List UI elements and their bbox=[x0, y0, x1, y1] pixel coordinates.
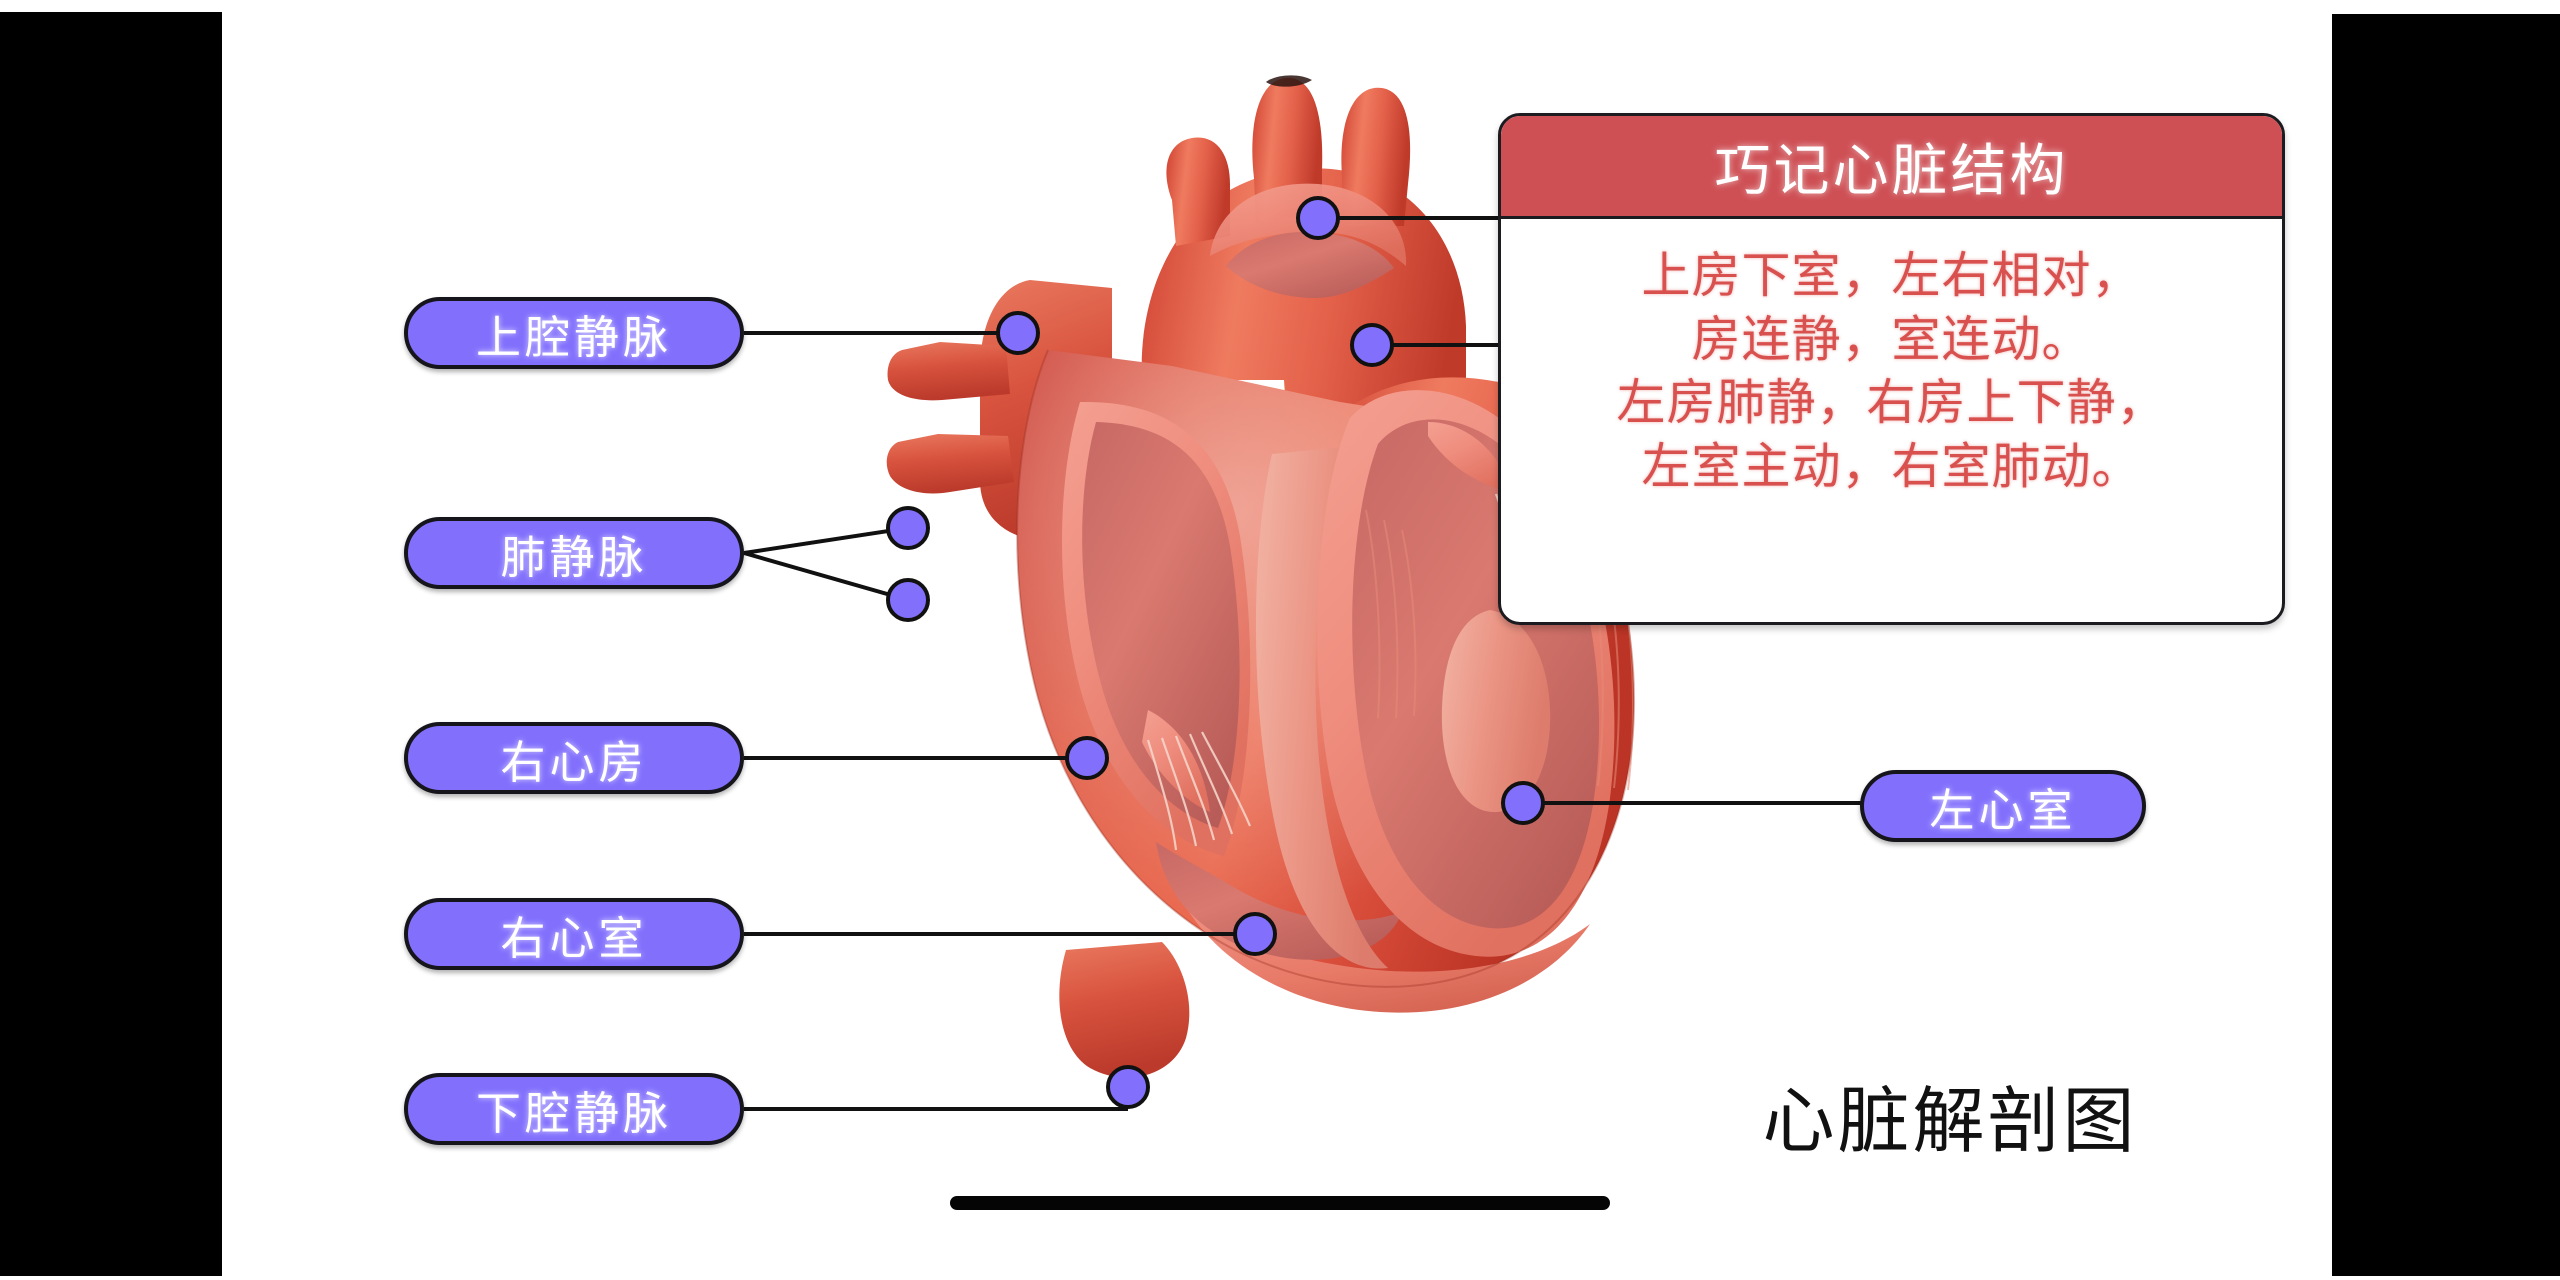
mitral-valve-leaflet-anterior bbox=[1428, 422, 1512, 492]
mnemonic-card: 巧记心脏结构 上房下室，左右相对， 房连静，室连动。 左房肺静，右房上下静， 左… bbox=[1498, 113, 2285, 625]
mnemonic-card-body: 上房下室，左右相对， 房连静，室连动。 左房肺静，右房上下静， 左室主动，右室肺… bbox=[1501, 219, 2282, 500]
label-inferior-vena-cava-text: 下腔静脉 bbox=[475, 1087, 672, 1139]
mnemonic-card-header: 巧记心脏结构 bbox=[1501, 116, 2282, 219]
label-inferior-vena-cava[interactable]: 下腔静脉 bbox=[404, 1073, 744, 1145]
label-right-atrium-text: 右心房 bbox=[500, 736, 648, 788]
diagram-caption: 心脏解剖图 bbox=[1762, 1082, 2138, 1162]
label-right-ventricle[interactable]: 右心室 bbox=[404, 898, 744, 970]
aortic-valve-cusps bbox=[1226, 231, 1394, 298]
label-pulmonary-vein[interactable]: 肺静脉 bbox=[404, 517, 744, 589]
label-superior-vena-cava[interactable]: 上腔静脉 bbox=[404, 297, 744, 369]
chordae-tendineae-right bbox=[1146, 731, 1252, 851]
mnemonic-line-2: 房连静，室连动。 bbox=[1691, 312, 2092, 367]
letterbox-bar-left bbox=[0, 12, 222, 1276]
right-atrium-cavity bbox=[1082, 422, 1240, 828]
pulmonary-vein-upper-shape bbox=[887, 342, 1010, 401]
label-right-ventricle-text: 右心室 bbox=[500, 912, 648, 964]
inferior-vena-cava-shape bbox=[1059, 942, 1190, 1078]
home-indicator[interactable] bbox=[950, 1196, 1610, 1210]
brachiocephalic-branch-shape bbox=[1166, 137, 1230, 246]
interventricular-septum bbox=[1255, 446, 1388, 969]
label-superior-vena-cava-text: 上腔静脉 bbox=[475, 311, 672, 363]
papillary-muscle-left bbox=[1441, 610, 1551, 813]
pulmonary-vein-lower-shape bbox=[886, 434, 1014, 494]
heart-apex-shape bbox=[1180, 896, 1590, 1013]
mnemonic-card-title: 巧记心脏结构 bbox=[1714, 138, 2069, 202]
label-right-atrium[interactable]: 右心房 bbox=[404, 722, 744, 794]
left-subclavian-branch-shape bbox=[1341, 87, 1411, 227]
mnemonic-line-3: 左房肺静，右房上下静， bbox=[1616, 376, 2167, 431]
label-left-ventricle-text: 左心室 bbox=[1929, 784, 2077, 836]
letterbox-bar-right bbox=[2332, 14, 2560, 1276]
mnemonic-line-4: 左室主动，右室肺动。 bbox=[1641, 440, 2142, 495]
tricuspid-valve-leaflet bbox=[1142, 710, 1210, 812]
label-pulmonary-vein-text: 肺静脉 bbox=[500, 531, 648, 583]
label-left-ventricle[interactable]: 左心室 bbox=[1860, 770, 2146, 842]
mnemonic-line-1: 上房下室，左右相对， bbox=[1641, 249, 2142, 303]
